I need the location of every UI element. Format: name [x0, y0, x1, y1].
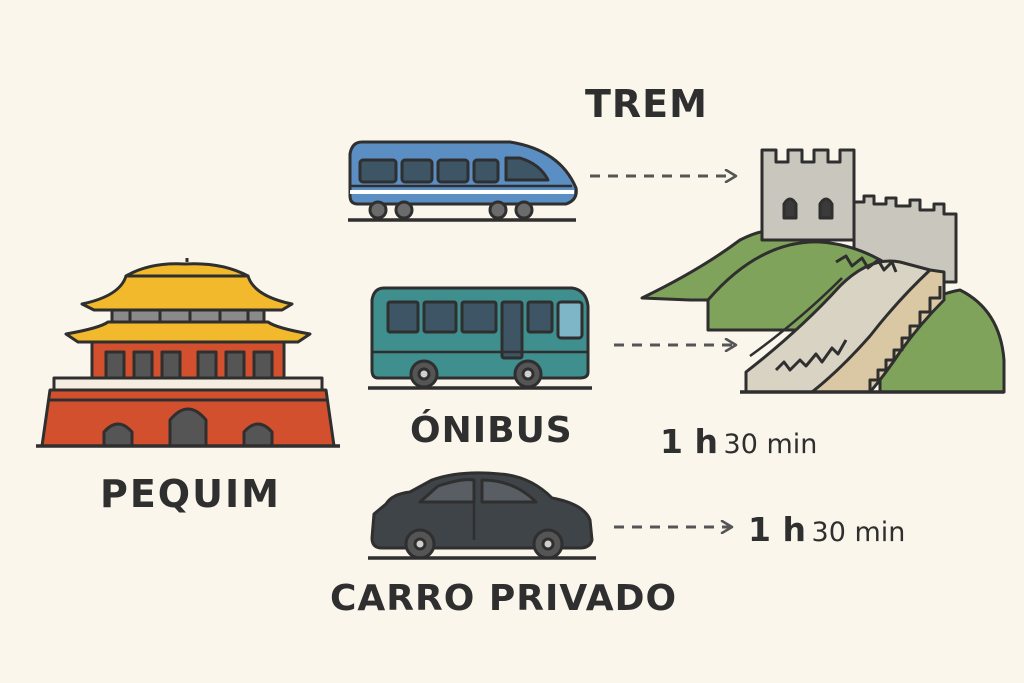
- car-icon: [368, 471, 596, 560]
- car-time-minutes: 30 min: [811, 517, 906, 548]
- bus-time-minutes: 30 min: [723, 429, 818, 460]
- bus-time-hours: 1 h: [660, 422, 718, 461]
- car-time-hours: 1 h: [748, 510, 806, 549]
- bus-label: ÓNIBUS: [410, 410, 573, 451]
- bus-icon: [368, 286, 592, 390]
- origin-label: PEQUIM: [100, 472, 281, 516]
- bus-travel-time: 1 h 30 min: [660, 422, 817, 461]
- forbidden-city-gate-icon: [36, 258, 340, 448]
- great-wall-icon: [640, 148, 1006, 394]
- car-label: CARRO PRIVADO: [330, 578, 678, 619]
- car-travel-time: 1 h 30 min: [748, 510, 905, 549]
- train-icon: [348, 140, 578, 222]
- train-label: TREM: [585, 82, 708, 126]
